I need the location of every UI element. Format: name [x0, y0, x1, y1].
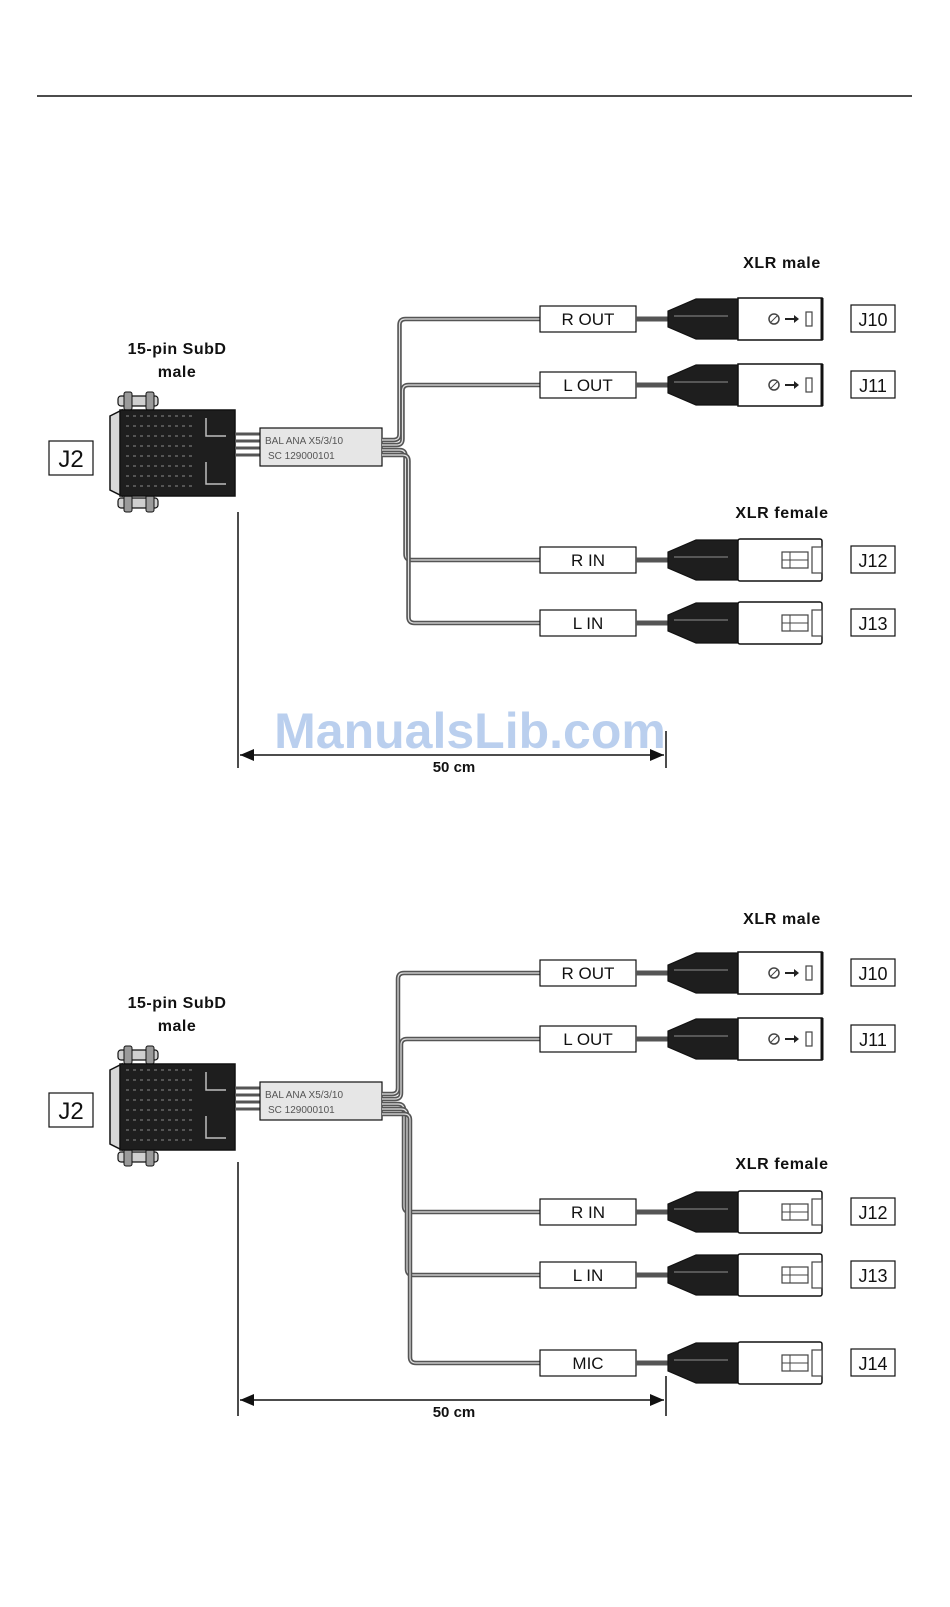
jack-label: J12	[858, 1203, 887, 1223]
xlr-boot	[668, 299, 738, 339]
cable-r-out	[382, 319, 540, 440]
dimension-arrow-left	[240, 749, 254, 761]
channel-label: R OUT	[562, 310, 615, 329]
group-title-female: XLR female	[735, 505, 828, 522]
xlr-pin	[806, 966, 812, 980]
sleeve-text-1: BAL ANA X5/3/10	[265, 1090, 343, 1101]
j2-label: J2	[58, 446, 83, 473]
sleeve-text-1: BAL ANA X5/3/10	[265, 436, 343, 447]
channel-label: R OUT	[562, 964, 615, 983]
subd-body	[120, 1064, 235, 1150]
cable-highlight	[382, 385, 540, 445]
jack-label: J10	[858, 964, 887, 984]
xlr-pin	[806, 378, 812, 392]
cable-highlight	[382, 1039, 540, 1099]
xlr-female-housing	[738, 602, 822, 644]
jack-label: J14	[858, 1354, 887, 1374]
subd-screw-head	[124, 1046, 132, 1064]
jack-label: J11	[859, 376, 887, 396]
cable-highlight	[382, 450, 540, 560]
xlr-female-housing	[738, 539, 822, 581]
channel-label: L OUT	[563, 1030, 612, 1049]
jack-label: J13	[858, 614, 887, 634]
xlr-boot	[668, 1255, 738, 1295]
j2-label: J2	[58, 1098, 83, 1125]
jack-label: J12	[858, 551, 887, 571]
channel-label: R IN	[571, 1203, 605, 1222]
subd-label-line1: 15-pin SubD	[128, 995, 227, 1012]
subd-screw-head	[124, 392, 132, 410]
xlr-female-tip	[812, 1350, 822, 1376]
xlr-female-tip	[812, 547, 822, 573]
group-title-male: XLR male	[743, 255, 821, 272]
length-label: 50 cm	[433, 1404, 476, 1421]
xlr-female-housing	[738, 1191, 822, 1233]
xlr-pin	[806, 312, 812, 326]
xlr-pin	[806, 1032, 812, 1046]
jack-label: J13	[858, 1266, 887, 1286]
jack-label: J10	[858, 310, 887, 330]
xlr-female-tip	[812, 610, 822, 636]
cable-l-in	[382, 1109, 540, 1275]
group-title-female: XLR female	[735, 1156, 828, 1173]
channel-label: R IN	[571, 551, 605, 570]
xlr-boot	[668, 540, 738, 580]
subd-label-line1: 15-pin SubD	[128, 341, 227, 358]
sleeve-text-2: SC 129000101	[268, 451, 335, 462]
subd-label-line2: male	[158, 1018, 196, 1035]
xlr-female-housing	[738, 1254, 822, 1296]
jack-label: J11	[859, 1030, 887, 1050]
channel-label: L IN	[573, 614, 604, 633]
xlr-boot	[668, 1019, 738, 1059]
subd-label-line2: male	[158, 364, 196, 381]
channel-label: L OUT	[563, 376, 612, 395]
xlr-boot	[668, 603, 738, 643]
subd-screw-head	[146, 392, 154, 410]
xlr-female-housing	[738, 1342, 822, 1384]
watermark-text: ManualsLib.com	[274, 703, 666, 759]
xlr-female-tip	[812, 1262, 822, 1288]
xlr-boot	[668, 1343, 738, 1383]
dimension-arrow-right	[650, 1394, 664, 1406]
channel-label: L IN	[573, 1266, 604, 1285]
dimension-arrow-left	[240, 1394, 254, 1406]
xlr-female-tip	[812, 1199, 822, 1225]
channel-label: MIC	[572, 1354, 603, 1373]
length-label: 50 cm	[433, 759, 476, 776]
cable-l-out	[382, 385, 540, 445]
cable-highlight	[382, 973, 540, 1094]
subd-screw-head	[146, 1046, 154, 1064]
cable-l-out	[382, 1039, 540, 1099]
xlr-boot	[668, 365, 738, 405]
xlr-boot	[668, 953, 738, 993]
xlr-boot	[668, 1192, 738, 1232]
sleeve-text-2: SC 129000101	[268, 1105, 335, 1116]
group-title-male: XLR male	[743, 911, 821, 928]
subd-body	[120, 410, 235, 496]
cable-highlight	[382, 319, 540, 440]
cable-r-out	[382, 973, 540, 1094]
